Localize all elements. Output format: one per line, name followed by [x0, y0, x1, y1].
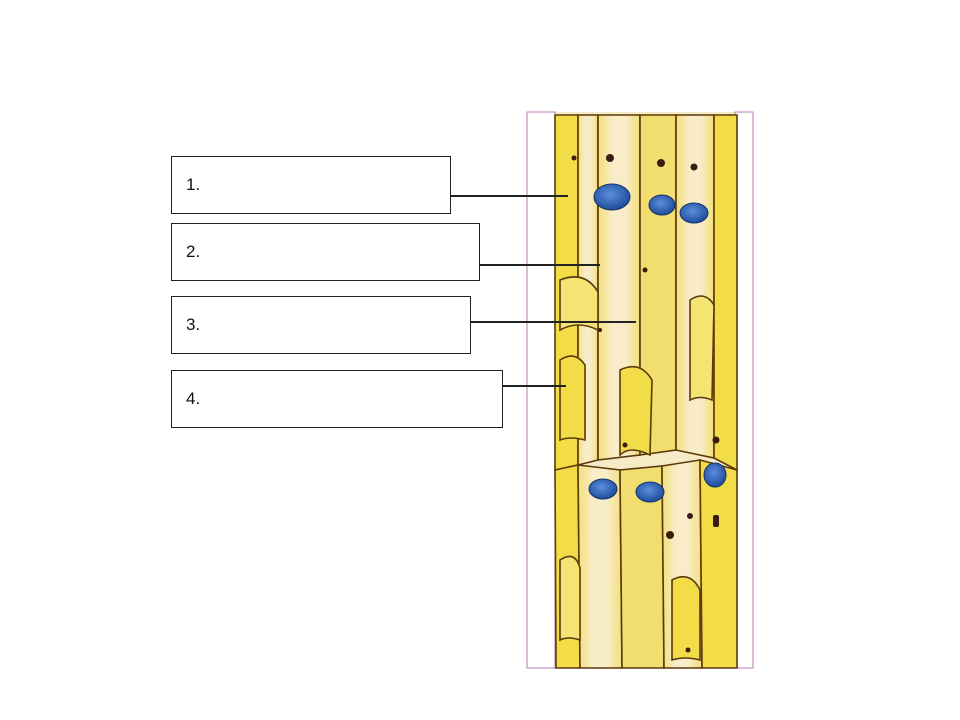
nucleus-2: [649, 195, 675, 215]
nucleus-4: [589, 479, 617, 499]
label-box-1[interactable]: 1.: [171, 156, 451, 214]
label-number-3: 3.: [186, 315, 200, 335]
label-number-2: 2.: [186, 242, 200, 262]
nucleus-3: [680, 203, 708, 223]
nucleus-1: [594, 184, 630, 210]
label-number-4: 4.: [186, 389, 200, 409]
label-box-3[interactable]: 3.: [171, 296, 471, 354]
label-number-1: 1.: [186, 175, 200, 195]
label-box-2[interactable]: 2.: [171, 223, 480, 281]
upper-cells: [555, 115, 737, 470]
label-box-4[interactable]: 4.: [171, 370, 503, 428]
nucleus-6: [704, 463, 726, 487]
nucleus-5: [636, 482, 664, 502]
